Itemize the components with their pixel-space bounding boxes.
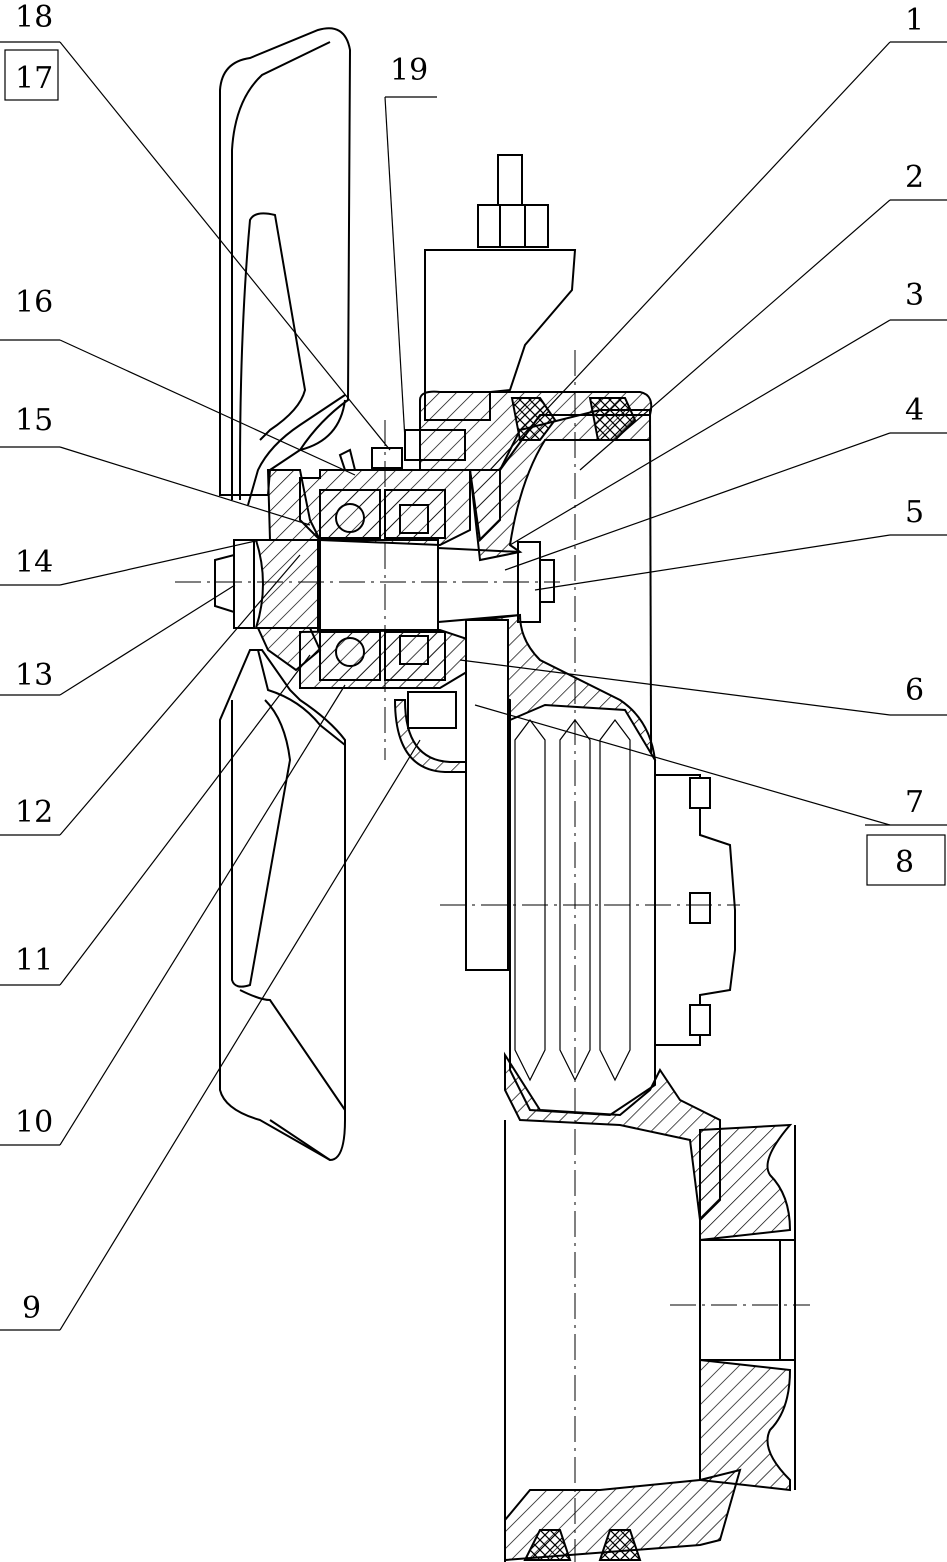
part-label-1: 1	[905, 3, 924, 38]
lower-fan-blade	[219, 649, 346, 1162]
fan-hub	[214, 429, 555, 773]
part-label-6: 6	[905, 673, 924, 708]
centerlines	[175, 350, 810, 1562]
upper-fan-blade	[219, 27, 352, 506]
part-label-4: 4	[905, 393, 924, 428]
part-label-19: 19	[390, 53, 428, 88]
part-label-15: 15	[15, 403, 53, 438]
leader-lines	[0, 41, 947, 1331]
part-label-11: 11	[15, 943, 53, 978]
part-label-13: 13	[15, 658, 53, 693]
part-label-17: 17	[15, 61, 53, 96]
pulley-body	[465, 397, 736, 1223]
part-label-18: 18	[15, 0, 53, 35]
part-label-14: 14	[15, 545, 53, 580]
label-8-box	[866, 834, 946, 886]
part-label-7: 7	[905, 785, 924, 820]
part-label-5: 5	[905, 495, 924, 530]
lower-pulley	[504, 1120, 796, 1562]
part-label-10: 10	[15, 1105, 53, 1140]
part-label-8: 8	[895, 845, 914, 880]
part-label-2: 2	[905, 160, 924, 195]
part-label-16: 16	[15, 285, 53, 320]
part-label-3: 3	[905, 278, 924, 313]
part-label-9: 9	[22, 1291, 41, 1326]
part-label-12: 12	[15, 795, 53, 830]
label-17-box	[4, 49, 59, 101]
